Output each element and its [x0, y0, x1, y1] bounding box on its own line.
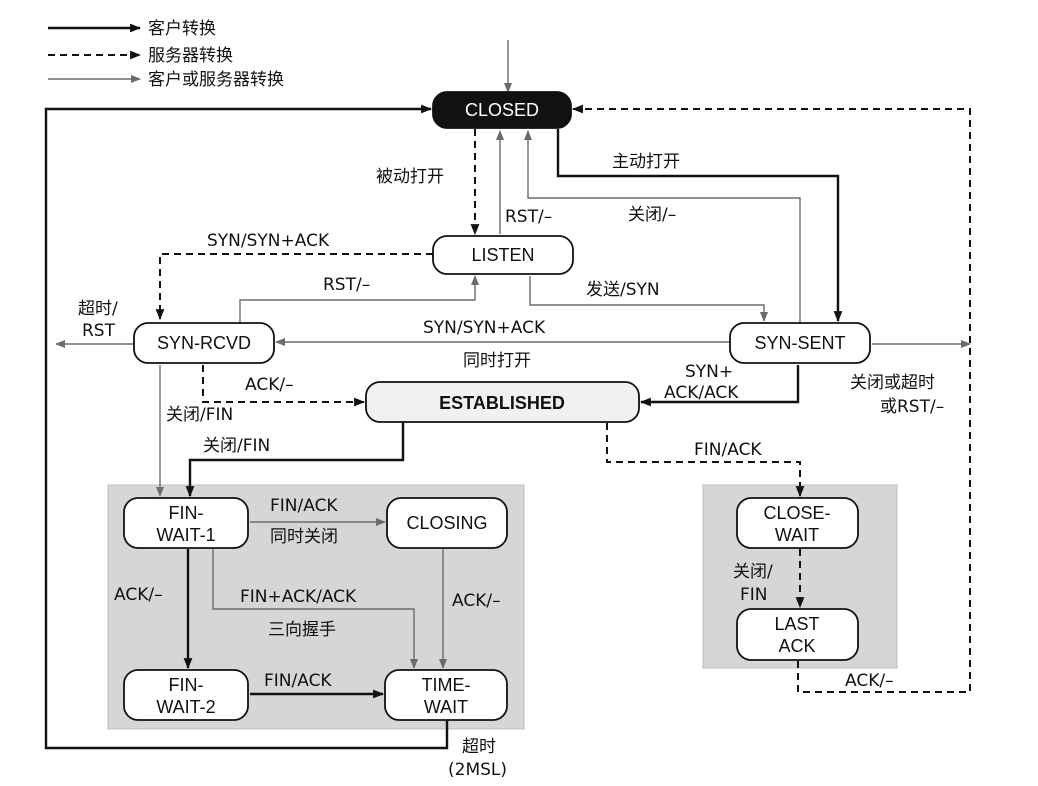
label-close-synsent: 关闭/–	[628, 205, 676, 225]
state-syn-rcvd-label: SYN-RCVD	[157, 333, 251, 353]
state-fin-wait-2: FIN- WAIT-2	[123, 669, 249, 721]
state-listen-label: LISTEN	[471, 245, 534, 265]
state-closed: CLOSED	[432, 91, 572, 129]
state-closed-label: CLOSED	[465, 100, 539, 120]
label-close-fin-cw-1: 关闭/	[733, 562, 773, 582]
state-syn-rcvd: SYN-RCVD	[133, 322, 275, 364]
legend-either-label: 客户或服务器转换	[148, 70, 284, 90]
state-syn-sent-label: SYN-SENT	[754, 333, 845, 353]
state-syn-sent: SYN-SENT	[729, 322, 871, 364]
legend-client-label: 客户转换	[148, 19, 216, 39]
state-fin-wait-2-line1: FIN-	[169, 675, 204, 695]
label-fin-ack-est: FIN/ACK	[694, 440, 762, 460]
state-established-label: ESTABLISHED	[439, 393, 565, 413]
label-fin-ack-ack: FIN+ACK/ACK	[240, 587, 357, 607]
send-syn-arrow	[529, 276, 768, 322]
state-listen: LISTEN	[432, 235, 574, 275]
close-fin-est-arrow	[185, 421, 405, 498]
listen-synrcvd-arrow	[155, 253, 433, 321]
label-active-open: 主动打开	[612, 152, 680, 172]
state-last-ack-line1: LAST	[774, 614, 819, 634]
label-passive-open: 被动打开	[376, 167, 444, 187]
rst-synrcvd-listen-arrow	[239, 275, 479, 323]
ack-synrcvd-est-arrow	[202, 365, 366, 407]
state-fin-wait-2-line2: WAIT-2	[156, 697, 215, 717]
state-fin-wait-1-line2: WAIT-1	[156, 525, 215, 545]
state-time-wait-line1: TIME-	[422, 675, 471, 695]
transition-labels: 被动打开 RST/– 主动打开 关闭/– SYN/SYN+ACK RST/– 发…	[78, 152, 944, 780]
label-ack-est: ACK/–	[245, 375, 294, 395]
fin-ack-est-arrow	[606, 423, 805, 498]
label-close-timeout-1: 关闭或超时	[850, 373, 935, 393]
state-fin-wait-1: FIN- WAIT-1	[123, 497, 249, 549]
label-timeout-2msl-2: (2MSL)	[448, 760, 507, 780]
label-fin-ack-fw2: FIN/ACK	[264, 671, 332, 691]
label-send-syn: 发送/SYN	[586, 280, 660, 300]
state-established: ESTABLISHED	[365, 381, 640, 423]
transitions	[44, 40, 971, 750]
label-ack-fw1: ACK/–	[114, 585, 163, 605]
synack-ack-arrow	[639, 365, 800, 407]
state-closing-label: CLOSING	[406, 513, 487, 533]
state-time-wait-line2: WAIT	[424, 697, 468, 717]
state-closing: CLOSING	[386, 497, 508, 549]
states: CLOSED LISTEN SYN-RCVD SYN-SENT ESTABLIS…	[123, 91, 871, 721]
label-close-timeout-2: 或RST/–	[880, 397, 944, 417]
state-last-ack-line2: ACK	[778, 636, 815, 656]
fin-ack-ack-arrow	[212, 549, 418, 669]
label-synack-ack-2: ACK/ACK	[664, 383, 739, 403]
label-three-way: 三向握手	[268, 620, 336, 640]
label-ack-closing: ACK/–	[452, 591, 501, 611]
close-synsent-arrow	[524, 130, 801, 323]
label-fin-ack-fw1: FIN/ACK	[270, 496, 338, 516]
state-close-wait-line2: WAIT	[775, 525, 819, 545]
legend: 客户转换 服务器转换 客户或服务器转换	[48, 19, 284, 90]
state-fin-wait-1-line1: FIN-	[169, 503, 204, 523]
label-close-fin-cw-2: FIN	[740, 585, 768, 605]
label-timeout-2msl-1: 超时	[462, 737, 496, 757]
label-simul-close: 同时关闭	[270, 527, 338, 547]
label-syn-synack-simul: SYN/SYN+ACK	[423, 318, 546, 338]
label-rst-closed: RST/–	[505, 207, 552, 227]
label-close-fin-rcvd: 关闭/FIN	[166, 405, 233, 425]
label-synack-ack-1: SYN+	[685, 362, 733, 382]
label-close-fin-est: 关闭/FIN	[203, 436, 270, 456]
label-simul-open: 同时打开	[463, 351, 531, 371]
state-close-wait: CLOSE- WAIT	[736, 497, 859, 549]
state-close-wait-line1: CLOSE-	[763, 503, 830, 523]
legend-server-label: 服务器转换	[148, 46, 233, 66]
state-time-wait: TIME- WAIT	[384, 669, 508, 721]
label-timeout-rst-2: RST	[82, 321, 116, 341]
ack-lastack-closed-arrow	[571, 104, 971, 693]
state-last-ack: LAST ACK	[736, 608, 859, 661]
label-timeout-rst-1: 超时/	[78, 299, 118, 319]
label-syn-synack-listen: SYN/SYN+ACK	[207, 231, 330, 251]
label-rst-synrcvd: RST/–	[323, 275, 370, 295]
label-ack-lastack: ACK/–	[845, 671, 894, 691]
active-open-arrow	[556, 129, 843, 323]
timeout-timewait-closed-arrow	[44, 104, 449, 750]
